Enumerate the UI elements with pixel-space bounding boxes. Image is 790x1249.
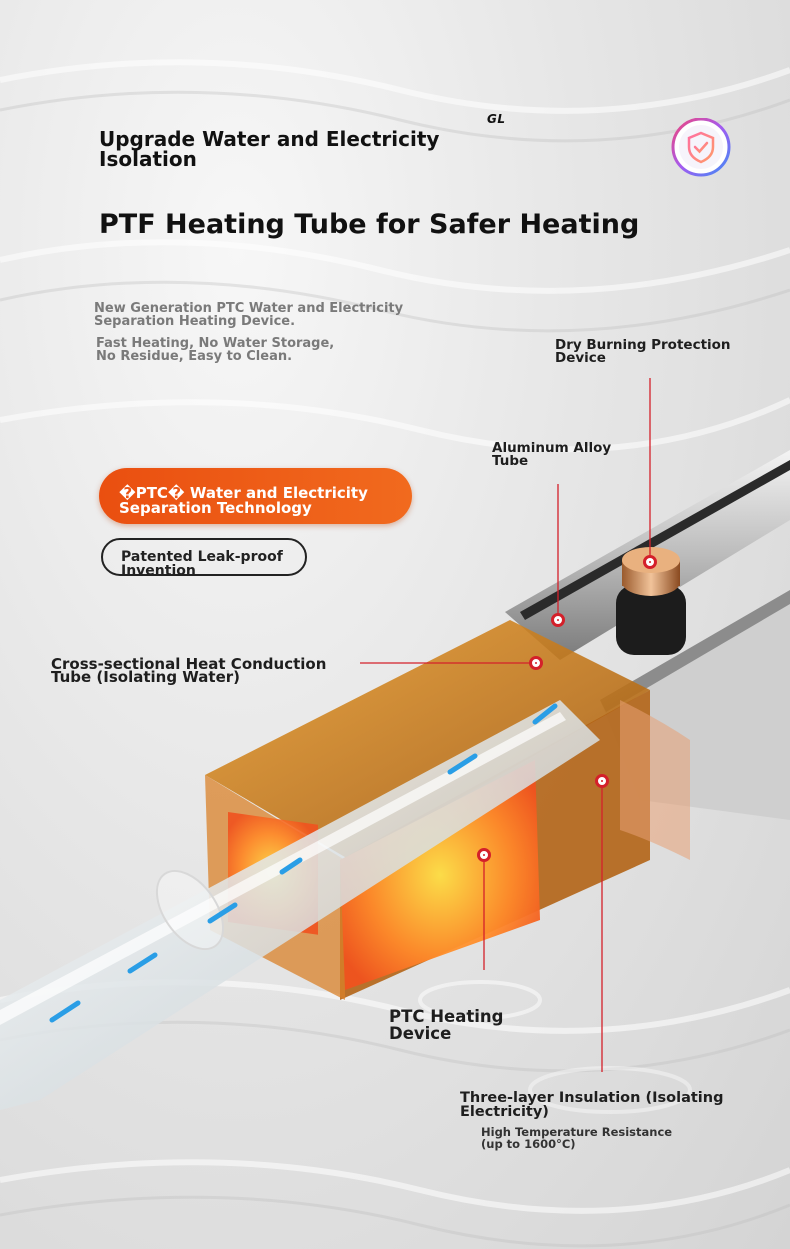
- marker-aluminum: [551, 613, 565, 627]
- label-cross-section: Cross-sectional Heat Conduction Tube (Is…: [51, 655, 327, 686]
- marker-dry-burning: [643, 555, 657, 569]
- leak-proof-badge-label: Patented Leak-proof Invention: [121, 549, 283, 579]
- label-dry-burning: Dry Burning Protection Device: [555, 337, 731, 366]
- intro-line-1: New Generation PTC Water and Electricity…: [94, 301, 404, 329]
- marker-ptc-heating: [477, 848, 491, 862]
- label-temperature: High Temperature Resistance (up to 1600°…: [481, 1125, 673, 1151]
- label-insulation: Three-layer Insulation (Isolating Electr…: [460, 1090, 724, 1120]
- ptc-technology-badge: �PTC� Water and Electricity Separation T…: [99, 468, 412, 524]
- headline: Upgrade Water and Electricity Isolation: [99, 127, 440, 171]
- page-title: PTF Heating Tube for Safer Heating: [99, 209, 640, 240]
- label-ptc-heating: PTC Heating Device: [389, 1007, 504, 1043]
- label-aluminum-tube: Aluminum Alloy Tube: [492, 440, 612, 469]
- intro-line-2: Fast Heating, No Water Storage, No Resid…: [96, 336, 335, 364]
- brand-logo: GL: [487, 112, 506, 126]
- marker-insulation: [595, 774, 609, 788]
- leak-proof-badge: Patented Leak-proof Invention: [101, 538, 307, 579]
- ptc-technology-badge-label: �PTC� Water and Electricity Separation T…: [119, 484, 368, 517]
- shield-check-icon: [670, 117, 732, 180]
- marker-cross-section: [529, 656, 543, 670]
